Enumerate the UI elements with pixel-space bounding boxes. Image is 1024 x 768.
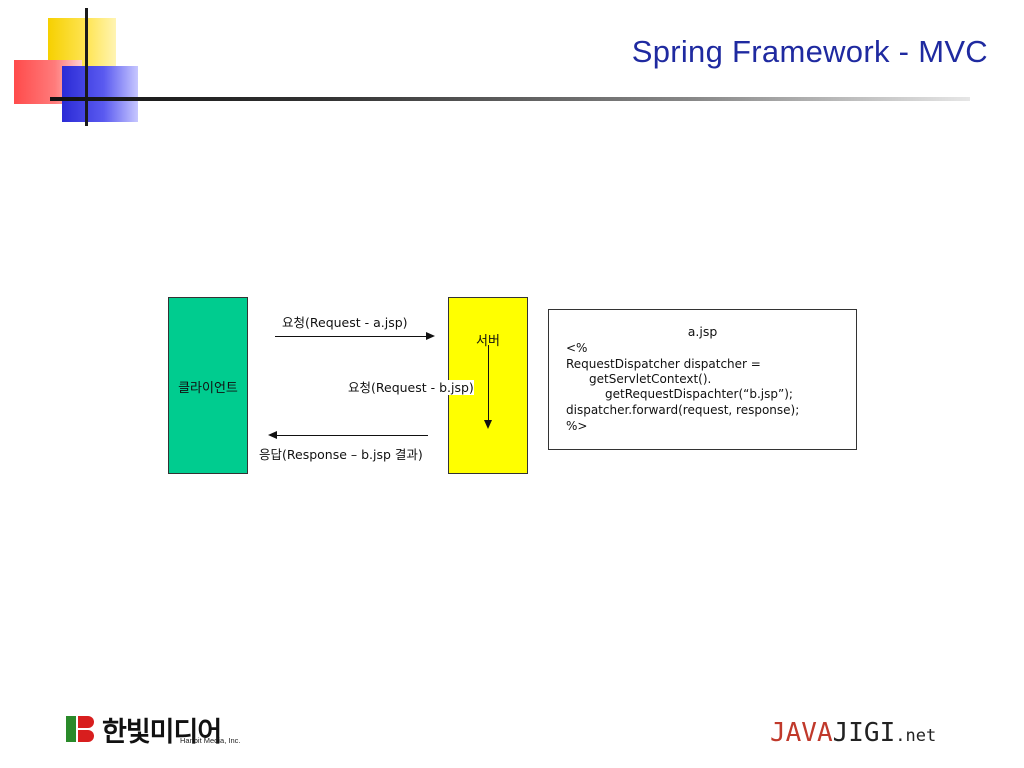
logo-net: .net (895, 726, 937, 746)
decoration-blue-square (62, 66, 138, 122)
code-line: RequestDispatcher dispatcher = (566, 357, 761, 371)
publisher-subtitle: Hanbit Media, Inc. (180, 736, 241, 745)
client-label: 클라이언트 (178, 381, 238, 396)
forward-arrow (484, 345, 492, 429)
client-box (168, 297, 248, 474)
slide-title: Spring Framework - MVC (631, 34, 988, 69)
publisher-name: 한빛미디어 (102, 717, 222, 748)
title-underline (50, 97, 970, 101)
response-label: 응답(Response – b.jsp 결과) (259, 447, 423, 462)
request-arrow (275, 332, 435, 340)
logo-jigi: JIGI (832, 718, 896, 748)
request-a-label: 요청(Request - a.jsp) (282, 315, 408, 330)
code-box-title: a.jsp (687, 324, 718, 339)
server-label: 서버 (476, 334, 500, 349)
javajigi-logo: JAVAJIGI.net (770, 718, 936, 748)
code-line: %> (566, 419, 588, 433)
code-line: getRequestDispachter(“b.jsp”); (605, 387, 793, 401)
corner-decoration (0, 0, 160, 130)
code-line: <% (566, 341, 588, 355)
code-line: dispatcher.forward(request, response); (566, 403, 800, 417)
request-b-prefix: 요청(Request - (348, 380, 440, 395)
response-arrow (268, 431, 428, 439)
decoration-vertical-line (85, 8, 88, 126)
code-line: getServletContext(). (589, 372, 712, 386)
code-box: a.jsp <% RequestDispatcher dispatcher = … (548, 309, 857, 450)
request-b-suffix: b.jsp) (439, 380, 474, 395)
logo-java: JAVA (770, 718, 833, 748)
request-b-label: 요청(Request - b.jsp) (348, 377, 474, 396)
hanbit-media-logo: 한빛미디어 Hanbit Media, Inc. (66, 714, 266, 748)
hanbit-icon (66, 714, 96, 744)
